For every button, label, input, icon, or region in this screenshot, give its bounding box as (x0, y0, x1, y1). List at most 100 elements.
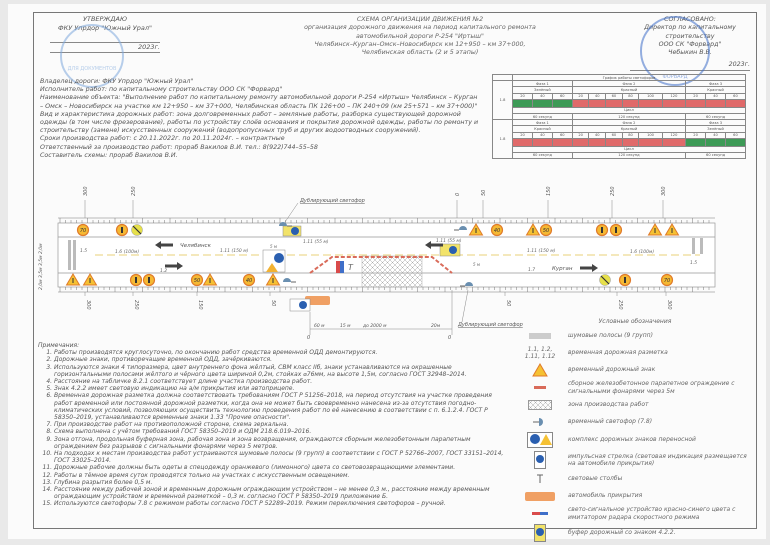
distance-label: 300 (666, 300, 672, 310)
legend-item-text: сборное железобетонное парапетное огражд… (568, 380, 735, 395)
speed-limit-sign-icon: 50 (539, 223, 553, 237)
info-object: Наименование объекта: "Выполнение работ … (40, 94, 478, 110)
phase-time: 20 (571, 92, 590, 100)
marking-code-label: 1.1, 1.2, 1.11, 1.12 (520, 346, 560, 360)
stop-line-left (68, 240, 71, 270)
restriction-sign-icon (609, 223, 623, 237)
zero-mark-left: 0 (307, 335, 310, 341)
legend-item-text: комплекс дорожных знаков переносной (568, 436, 696, 444)
approval-stamp: ДЛЯ ДОКУМЕНТОВ (60, 24, 124, 88)
radar-device-icon (340, 261, 344, 273)
legend-item-text: зона производства работ (568, 401, 649, 409)
note-item: Временная дорожная разметка должна соотв… (54, 392, 508, 421)
marking-code: 1.1, 1.2, 1.11, 1.12 (524, 346, 556, 360)
note-item: При производстве работ на противоположно… (54, 421, 508, 428)
note-item: Используются светофоры 7.8 с режимом раб… (54, 500, 508, 507)
distance-label: 250 (131, 186, 137, 196)
traffic-light-icon (460, 282, 473, 287)
light-post-icon: T (348, 263, 354, 272)
distance-label: 50 (481, 190, 487, 196)
road-work-sign-icon (82, 273, 98, 286)
legend: Условные обозначения шумовые полосы (9 г… (520, 318, 750, 545)
legend-item: зона производства работ (520, 398, 750, 412)
legend-item-text: автомобиль прикрытия (568, 492, 643, 500)
radar-device-icon (520, 512, 560, 515)
phase-time: 40 (588, 92, 607, 100)
phase-time: 40 (588, 131, 607, 139)
work-zone (361, 255, 423, 288)
marking-1-11-short-left: 1.11 (55 м) (303, 239, 329, 245)
marking-1-5-right: 1.5 (690, 260, 697, 266)
dup-signal-label-bottom: Дублирующий светофор (457, 322, 523, 328)
note-item: Глубина разрытия более 0,5 м. (54, 479, 508, 486)
document-title: СХЕМА ОРГАНИЗАЦИИ ДВИЖЕНИЯ №2 организаци… (300, 16, 540, 57)
concrete-barrier (309, 256, 453, 274)
marking-5m-right: 5 м (473, 262, 480, 267)
road-work-sign-icon (468, 223, 484, 236)
marking-1-11-right: 1.11 (150 м) (527, 248, 556, 254)
distance-label: 50 (505, 300, 511, 306)
dim-20m: 20м (431, 323, 441, 329)
distance-label: 300 (661, 186, 667, 196)
note-item: На подходах к местам производства работ … (54, 450, 508, 464)
speed-limit-sign-icon: 70 (660, 273, 674, 287)
legend-item-text: импульсная стрелка (световая индикация р… (568, 452, 747, 468)
speed-value: 40 (494, 228, 500, 234)
distance-label: 150 (197, 300, 203, 310)
speed-limit-sign-icon: 70 (76, 223, 90, 237)
legend-item-text: шумовые полосы (9 групп) (568, 332, 653, 340)
barrier-icon (520, 386, 560, 389)
restriction-sign-icon (595, 223, 609, 237)
note-item: Дорожные рабочие должны быть одеты в спе… (54, 464, 508, 471)
speed-value: 50 (194, 278, 200, 284)
restriction-sign-icon (618, 273, 632, 287)
stop-line-left-2 (73, 240, 76, 270)
marking-1-6-right: 1.6 (100м) (630, 249, 654, 255)
legend-item: автомобиль прикрытия (520, 489, 750, 503)
legend-item: временный светофор (7.8) (520, 415, 750, 429)
title-line-4: Челябинск–Курган–Омск–Новосибирск км 12+… (314, 40, 526, 48)
cover-vehicle-icon (520, 491, 560, 501)
notes-title: Примечания: (38, 342, 80, 349)
road-work-sign-icon (266, 263, 278, 272)
speed-value: 70 (664, 278, 670, 284)
stop-line-right (692, 238, 695, 254)
phase-time: 120 (661, 92, 687, 100)
traffic-light-icon (279, 222, 292, 227)
pulse-arrow-icon (520, 451, 560, 469)
marking-1-2: 1.2 (160, 268, 167, 274)
dup-signal-label-top: Дублирующий светофор (299, 198, 365, 204)
speed-value: 50 (543, 228, 549, 234)
sign-4-2-2-icon (449, 246, 457, 254)
distance-label: 300 (83, 186, 89, 196)
legend-item-text: временный дорожный знак (568, 366, 656, 374)
legend-item-text: свето-сигнальное устройство красно-синег… (568, 506, 736, 521)
info-dates: Сроки производства работ: с 20.11.2022г.… (40, 135, 285, 143)
phase-time: 60 (551, 131, 573, 139)
distance-label: 250 (610, 186, 616, 196)
note-item: Зона отгона, продольная буферная зона, р… (54, 436, 508, 450)
traffic-light-icon (283, 278, 296, 283)
restriction-sign-icon (142, 273, 156, 287)
note-item: Знак 4.2.2 имеет световую индикацию на а… (54, 385, 508, 392)
work-zone-icon (520, 400, 560, 410)
marking-5m-left: 5 м (270, 244, 277, 249)
marking-1-11-left: 1.11 (150 м) (220, 248, 249, 254)
legend-item-text: световые столбы (568, 475, 623, 483)
legend-item: временный дорожный знак (520, 363, 750, 377)
road-work-sign-icon (265, 273, 281, 286)
title-line-1: СХЕМА ОРГАНИЗАЦИИ ДВИЖЕНИЯ №2 (356, 16, 484, 23)
road-work-sign-icon (664, 223, 680, 236)
speed-value: 70 (80, 228, 86, 234)
info-owner: Владелец дороги: ФКУ Упрдор "Южный Урал" (40, 78, 194, 85)
note-item: Используются знаки 4 типоразмера, цвет в… (54, 364, 508, 378)
phase-duration: 60 секунд (685, 151, 746, 160)
note-item: Расстояние на табличке 8.2.1 соответству… (54, 378, 508, 385)
lane-widths: 2,0м 3,5м 3,5м 2,0м (38, 243, 44, 290)
road-buffer-icon (520, 524, 560, 542)
phase-time: 120 (661, 131, 687, 139)
direction-kurgan: Курган (552, 266, 573, 272)
